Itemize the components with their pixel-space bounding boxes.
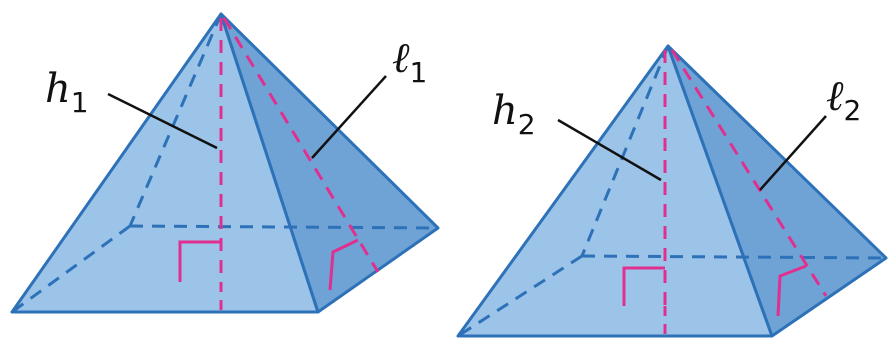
pyramid-1-h-leader xyxy=(107,92,218,150)
pyramid-1-height-symbol: h xyxy=(45,66,71,112)
pyramid-2-height-label: h2 xyxy=(492,88,536,141)
pyramid-1-hidden-edges xyxy=(11,13,439,314)
pyramid-1-height-label: h1 xyxy=(45,66,89,119)
pyramid-2-right-face xyxy=(666,44,888,338)
pyramid-2-slant-right-angle xyxy=(776,264,807,317)
pyramid-2-height-right-angle xyxy=(622,266,665,306)
pyramid-2-slant-symbol: ℓ xyxy=(826,71,844,120)
pyramid-2-height-symbol: h xyxy=(492,88,518,134)
pyramid-2-slant-line xyxy=(670,49,828,297)
pyramid-1-slant-label: ℓ1 xyxy=(392,33,427,89)
pyramid-1-slant-symbol: ℓ xyxy=(392,33,410,82)
pyramid-2-l-leader xyxy=(759,115,827,191)
pyramid-2-slant-label: ℓ2 xyxy=(826,71,861,127)
pyramid-2-slant-subscript: 2 xyxy=(844,94,862,127)
pyramid-2-height-subscript: 2 xyxy=(518,108,536,141)
pyramid-2-hidden-edges xyxy=(457,45,887,338)
pyramid-1-height-right-angle xyxy=(178,240,221,282)
pyramid-1-height-subscript: 1 xyxy=(71,86,89,119)
pyramid-1: h1 ℓ1 xyxy=(10,12,440,314)
pyramid-1-slant-line xyxy=(222,17,380,273)
pyramid-2: h2 ℓ2 xyxy=(456,44,888,338)
pyramid-1-slant-right-angle xyxy=(328,238,359,291)
pyramid-2-h-leader xyxy=(557,118,662,182)
pyramid-1-l-leader xyxy=(311,75,387,159)
pyramid-1-slant-subscript: 1 xyxy=(410,56,428,89)
